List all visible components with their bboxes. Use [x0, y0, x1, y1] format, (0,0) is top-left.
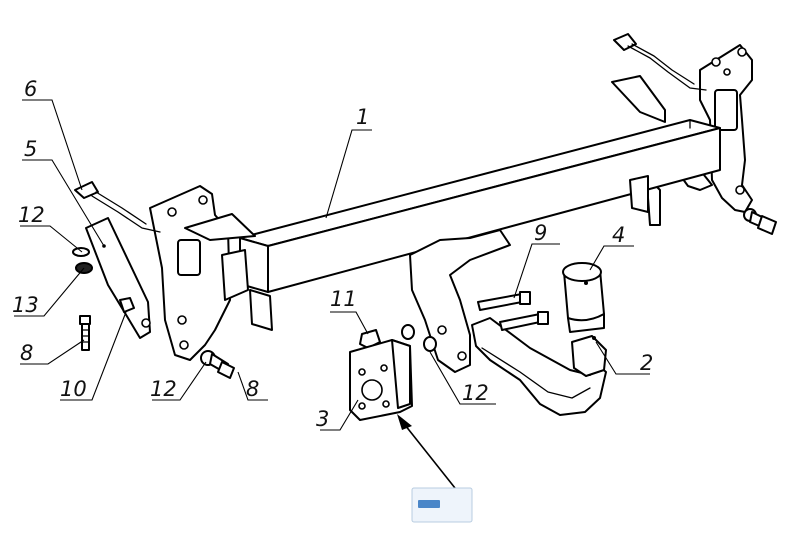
callout-9: 9 — [534, 221, 547, 245]
left-bolt — [79, 315, 91, 351]
callout-3: 3 — [316, 407, 329, 431]
callout-13: 13 — [12, 293, 39, 317]
arrow-icon — [397, 414, 456, 489]
middle-bolt — [200, 350, 235, 379]
callout-10: 10 — [60, 377, 87, 401]
towball-arm-assembly — [409, 229, 607, 416]
right-bolt — [743, 208, 777, 235]
callout-8-left: 8 — [20, 341, 33, 365]
callout-11: 11 — [330, 287, 357, 311]
left-mounting-bracket — [149, 185, 256, 361]
callout-labels: 1 2 3 4 5 6 8 8 9 10 11 12 12 12 13 — [12, 77, 653, 431]
socket-plate — [349, 339, 413, 421]
callout-12-middle: 12 — [150, 377, 177, 401]
left-fixing-plate — [74, 181, 161, 339]
right-fixing-plate — [613, 33, 707, 91]
callout-8-middle: 8 — [246, 377, 259, 401]
bolts-set — [477, 291, 549, 331]
callout-6: 6 — [24, 77, 37, 101]
callout-5: 5 — [24, 137, 37, 161]
callout-leaders — [14, 99, 650, 431]
label-tag-icon[interactable] — [411, 487, 473, 523]
nut-and-washer — [359, 324, 437, 352]
callout-4: 4 — [612, 223, 625, 247]
callout-2: 2 — [640, 351, 653, 375]
callout-12-left: 12 — [18, 203, 45, 227]
callout-1: 1 — [356, 105, 369, 129]
callout-12-right: 12 — [462, 381, 489, 405]
main-crossbar-beam — [239, 119, 721, 331]
